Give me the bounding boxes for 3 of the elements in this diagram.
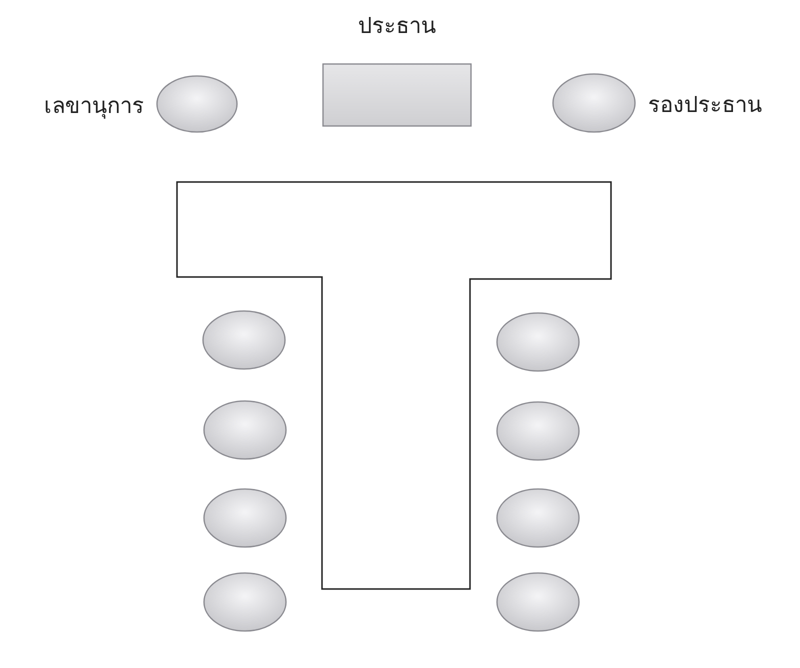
seat-label: ประธาน: [358, 13, 436, 41]
seat-label: เลขานุการ: [44, 93, 144, 121]
seat-label: รองประธาน: [648, 92, 762, 120]
